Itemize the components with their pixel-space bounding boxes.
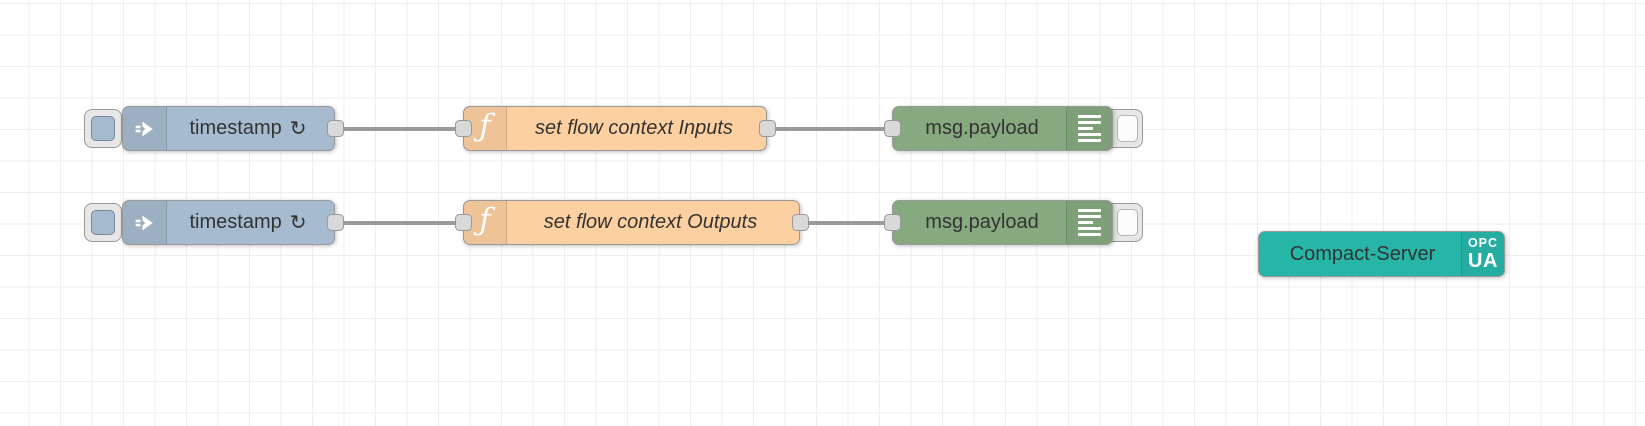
function-input-port[interactable]	[454, 213, 472, 231]
wire-function2-debug2[interactable]	[800, 220, 892, 225]
inject-node-label: timestamp↻	[189, 117, 307, 140]
server-node-label: Compact-Server	[1289, 242, 1436, 265]
wire-inject2-function2[interactable]	[335, 220, 463, 225]
inject-button-1[interactable]	[84, 109, 122, 148]
debug-icon-region	[1066, 107, 1112, 150]
inject-button-2[interactable]	[84, 203, 122, 242]
inject-button-fill	[91, 210, 115, 235]
wire-function1-debug1[interactable]	[767, 126, 892, 131]
inject-node-1[interactable]: timestamp↻	[122, 106, 344, 151]
debug-icon-region	[1066, 201, 1112, 244]
inject-node-2[interactable]: timestamp↻	[122, 200, 344, 245]
inject-node-label: timestamp↻	[189, 211, 307, 234]
function-node-1[interactable]: ƒ set flow context Inputs	[454, 106, 776, 151]
function-f-icon: ƒ	[479, 202, 491, 238]
opcua-logo-icon: OPC UA	[1467, 236, 1499, 272]
inject-output-port[interactable]	[326, 213, 344, 231]
inject-button-fill	[91, 116, 115, 141]
function-icon-region: ƒ	[464, 201, 507, 244]
debug-node-label: msg.payload	[925, 117, 1039, 139]
debug-node-2[interactable]: msg.payload	[883, 200, 1113, 245]
function-node-label: set flow context Inputs	[535, 117, 733, 139]
debug-node-1[interactable]: msg.payload	[883, 106, 1113, 151]
opcua-badge-region: OPC UA	[1461, 232, 1504, 276]
function-f-icon: ƒ	[479, 108, 491, 144]
inject-arrow-icon	[135, 121, 153, 136]
console-lines-icon	[1078, 208, 1101, 237]
debug-toggle-fill	[1117, 209, 1138, 236]
opcua-server-node[interactable]: Compact-Server OPC UA	[1258, 231, 1505, 277]
wire-inject1-function1[interactable]	[335, 126, 463, 131]
function-input-port[interactable]	[454, 119, 472, 137]
inject-icon-region	[123, 107, 167, 150]
function-node-2[interactable]: ƒ set flow context Outputs	[454, 200, 809, 245]
inject-icon-region	[123, 201, 167, 244]
debug-input-port[interactable]	[883, 119, 901, 137]
debug-node-label: msg.payload	[925, 211, 1039, 233]
debug-input-port[interactable]	[883, 213, 901, 231]
repeat-indicator-icon: ↻	[289, 118, 307, 140]
function-node-label: set flow context Outputs	[543, 211, 758, 233]
inject-arrow-icon	[135, 215, 153, 230]
debug-toggle-fill	[1117, 115, 1138, 142]
repeat-indicator-icon: ↻	[289, 212, 307, 234]
inject-output-port[interactable]	[326, 119, 344, 137]
function-output-port[interactable]	[791, 213, 809, 231]
console-lines-icon	[1078, 114, 1101, 143]
function-output-port[interactable]	[758, 119, 776, 137]
